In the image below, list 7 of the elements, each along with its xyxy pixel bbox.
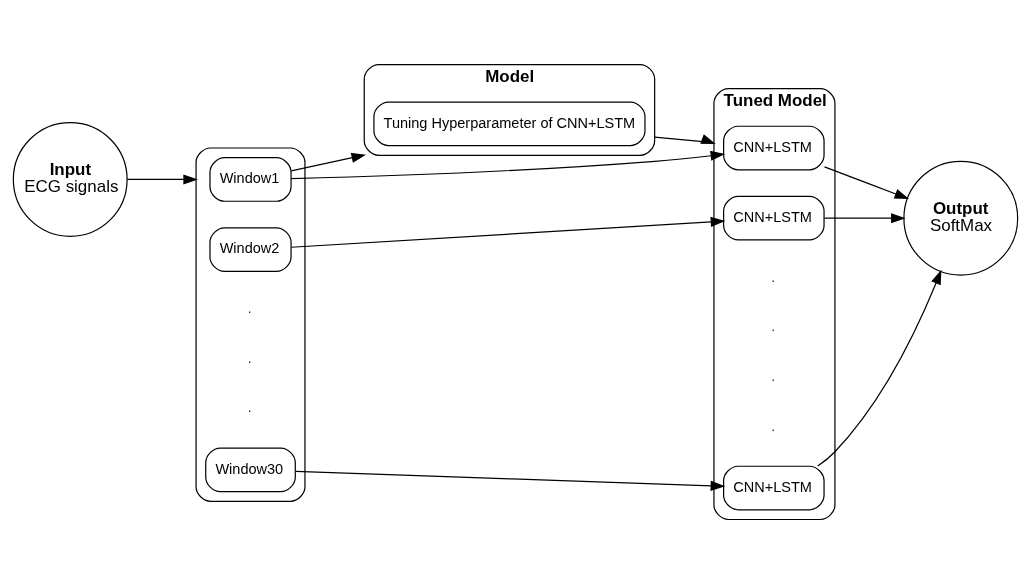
label: . [248,400,252,415]
label: . [248,351,252,366]
label: . [248,301,252,316]
label: . [771,270,775,285]
label: . [771,319,775,334]
label: . [771,419,775,434]
label: . [771,369,775,384]
